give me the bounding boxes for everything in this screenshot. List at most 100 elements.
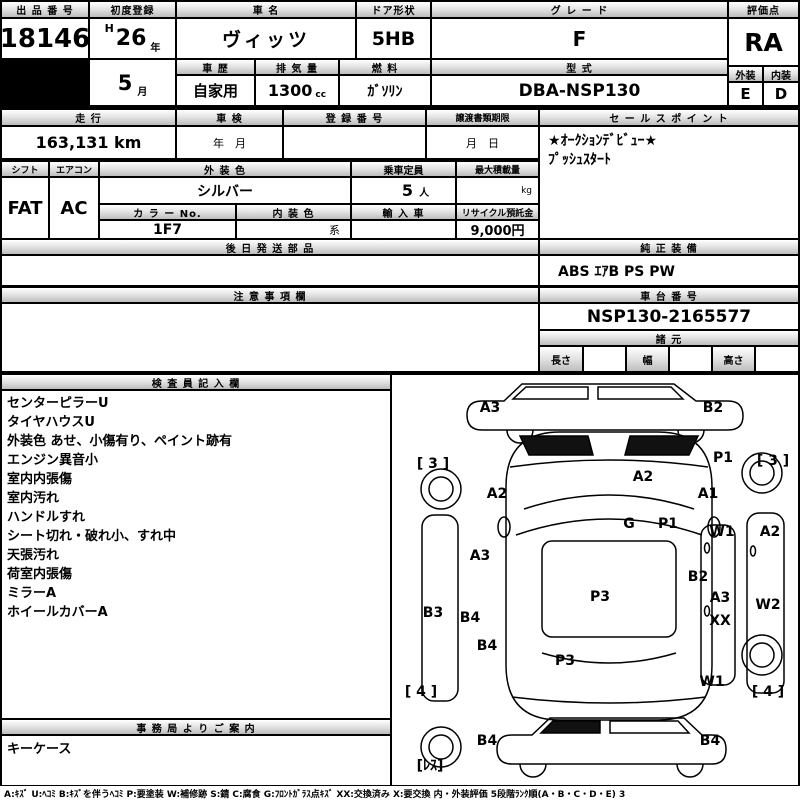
history-header: 車 歴: [177, 60, 254, 75]
damage-code: [ 4 ]: [751, 684, 785, 700]
model-code-value: DBA-NSP130: [432, 76, 727, 105]
damage-code: B4: [476, 733, 498, 749]
exterior-grade-header: 外装: [729, 67, 762, 82]
shaken-value: 年 月: [177, 127, 282, 158]
payload-header: 最大積載量: [457, 162, 538, 176]
inspection-note: 荷室内張傷: [7, 567, 73, 582]
damage-code: P1: [712, 450, 734, 466]
grade-value: F: [432, 19, 727, 58]
damage-code: G: [623, 516, 635, 532]
fuel-header: 燃 料: [340, 60, 430, 75]
import-value: [352, 221, 455, 238]
height-label: 高さ: [713, 347, 754, 371]
transfer-deadline-value: 月 日: [427, 127, 538, 158]
damage-code: A2: [486, 486, 508, 502]
transfer-deadline-header: 譲渡書類期限: [427, 110, 538, 125]
inspection-note: シート切れ・破れ小、すれ中: [7, 529, 177, 544]
import-header: 輸 入 車: [352, 205, 455, 220]
first-reg-year-unit: 年: [150, 43, 161, 54]
damage-code: B4: [476, 638, 498, 654]
length-value: [584, 347, 625, 371]
displacement-unit: cc: [315, 90, 327, 100]
inspection-note: エンジン異音小: [7, 453, 99, 468]
first-reg-era: H: [104, 22, 114, 35]
color-no-value: 1F7: [100, 221, 235, 238]
shift-header: シフト: [2, 162, 48, 176]
first-reg-header: 初度登録: [90, 2, 175, 17]
office-notice-box: キーケース: [2, 736, 390, 785]
damage-code: A3: [709, 590, 731, 606]
damage-code: A2: [759, 524, 781, 540]
sales-point-box: ★ｵｰｸｼｮﾝﾃﾞﾋﾞｭｰ★ ﾌﾟｯｼｭｽﾀｰﾄ: [540, 127, 798, 238]
legend-footer: A:ｷｽﾞ U:ﾍｺﾐ B:ｷｽﾞを伴うﾍｺﾐ P:要塗装 W:補修跡 S:錆 …: [0, 786, 800, 800]
cautions-box: [2, 304, 538, 371]
damage-code: B4: [699, 733, 721, 749]
sales-point-line1: ★ｵｰｸｼｮﾝﾃﾞﾋﾞｭｰ★: [548, 133, 658, 149]
inspection-note: ハンドルすれ: [7, 510, 86, 525]
capacity-unit: 人: [419, 188, 430, 199]
car-name-value: ヴィッツ: [177, 19, 355, 58]
damage-code: B4: [459, 610, 481, 626]
damage-code: W1: [699, 674, 725, 690]
recycle-value: 9,000円: [457, 221, 538, 239]
displacement-number: 1300: [267, 81, 313, 100]
car-outline-drawing: [420, 383, 785, 778]
color-no-header: カ ラ ー No.: [100, 205, 235, 220]
width-value: [670, 347, 711, 371]
inspection-note: 室内内張傷: [7, 472, 73, 487]
fuel-value: ｶﾞｿﾘﾝ: [340, 76, 430, 105]
payload-value: kg: [457, 178, 538, 203]
score-header: 評価点: [729, 2, 798, 17]
first-reg-value: H 26 年: [90, 19, 175, 58]
shaken-header: 車 検: [177, 110, 282, 125]
height-value: [756, 347, 798, 371]
cautions-header: 注 意 事 項 欄: [2, 288, 538, 303]
equipment-value: ABS ｴｱB PS PW: [540, 256, 798, 285]
first-reg-month-unit: 月: [137, 87, 148, 98]
sales-point-header: セ ー ル ス ポ イ ン ト: [540, 110, 798, 125]
recycle-header: リサイクル預託金: [457, 205, 538, 219]
inspection-note: タイヤハウスU: [7, 415, 95, 430]
office-note: キーケース: [7, 742, 72, 757]
shift-value: FAT: [2, 178, 48, 238]
displacement-value: 1300 cc: [256, 76, 338, 105]
later-parts-header: 後 日 発 送 部 品: [2, 240, 538, 255]
capacity-value: 5 人: [352, 178, 455, 203]
ac-value: AC: [50, 178, 98, 238]
chassis-value: NSP130-2165577: [540, 304, 798, 329]
damage-code: B3: [422, 605, 444, 621]
damage-code: [ﾚｽ]: [416, 758, 444, 774]
door-shape-header: ドア形状: [357, 2, 430, 17]
damage-code: P3: [589, 589, 611, 605]
capacity-header: 乗車定員: [352, 162, 455, 177]
later-parts-box: [2, 256, 538, 285]
model-code-header: 型 式: [432, 60, 727, 75]
damage-code: A3: [469, 548, 491, 564]
damage-code: [ 4 ]: [404, 684, 438, 700]
mileage-header: 走 行: [2, 110, 175, 125]
damage-code: B2: [687, 569, 709, 585]
first-reg-year: 26: [115, 26, 147, 51]
sales-point-line2: ﾌﾟｯｼｭｽﾀｰﾄ: [548, 152, 611, 168]
damage-code: XX: [709, 613, 731, 629]
width-label: 幅: [627, 347, 668, 371]
damage-code: A1: [697, 486, 719, 502]
inspector-notes-header: 検 査 員 記 入 欄: [2, 375, 390, 390]
ext-color-value: シルバー: [100, 178, 350, 203]
exterior-grade-value: E: [729, 83, 762, 105]
damage-code: P3: [554, 653, 576, 669]
lot-no-header: 出 品 番 号: [2, 2, 88, 17]
inspection-note: 室内汚れ: [7, 491, 60, 506]
length-label: 長さ: [540, 347, 582, 371]
equipment-header: 純 正 装 備: [540, 240, 798, 255]
door-shape-value: 5HB: [357, 19, 430, 58]
damage-code: B2: [702, 400, 724, 416]
mileage-value: 163,131 km: [2, 127, 175, 158]
ext-color-header: 外 装 色: [100, 162, 350, 177]
reg-no-value: [284, 127, 425, 158]
inspection-note: 天張汚れ: [7, 548, 60, 563]
